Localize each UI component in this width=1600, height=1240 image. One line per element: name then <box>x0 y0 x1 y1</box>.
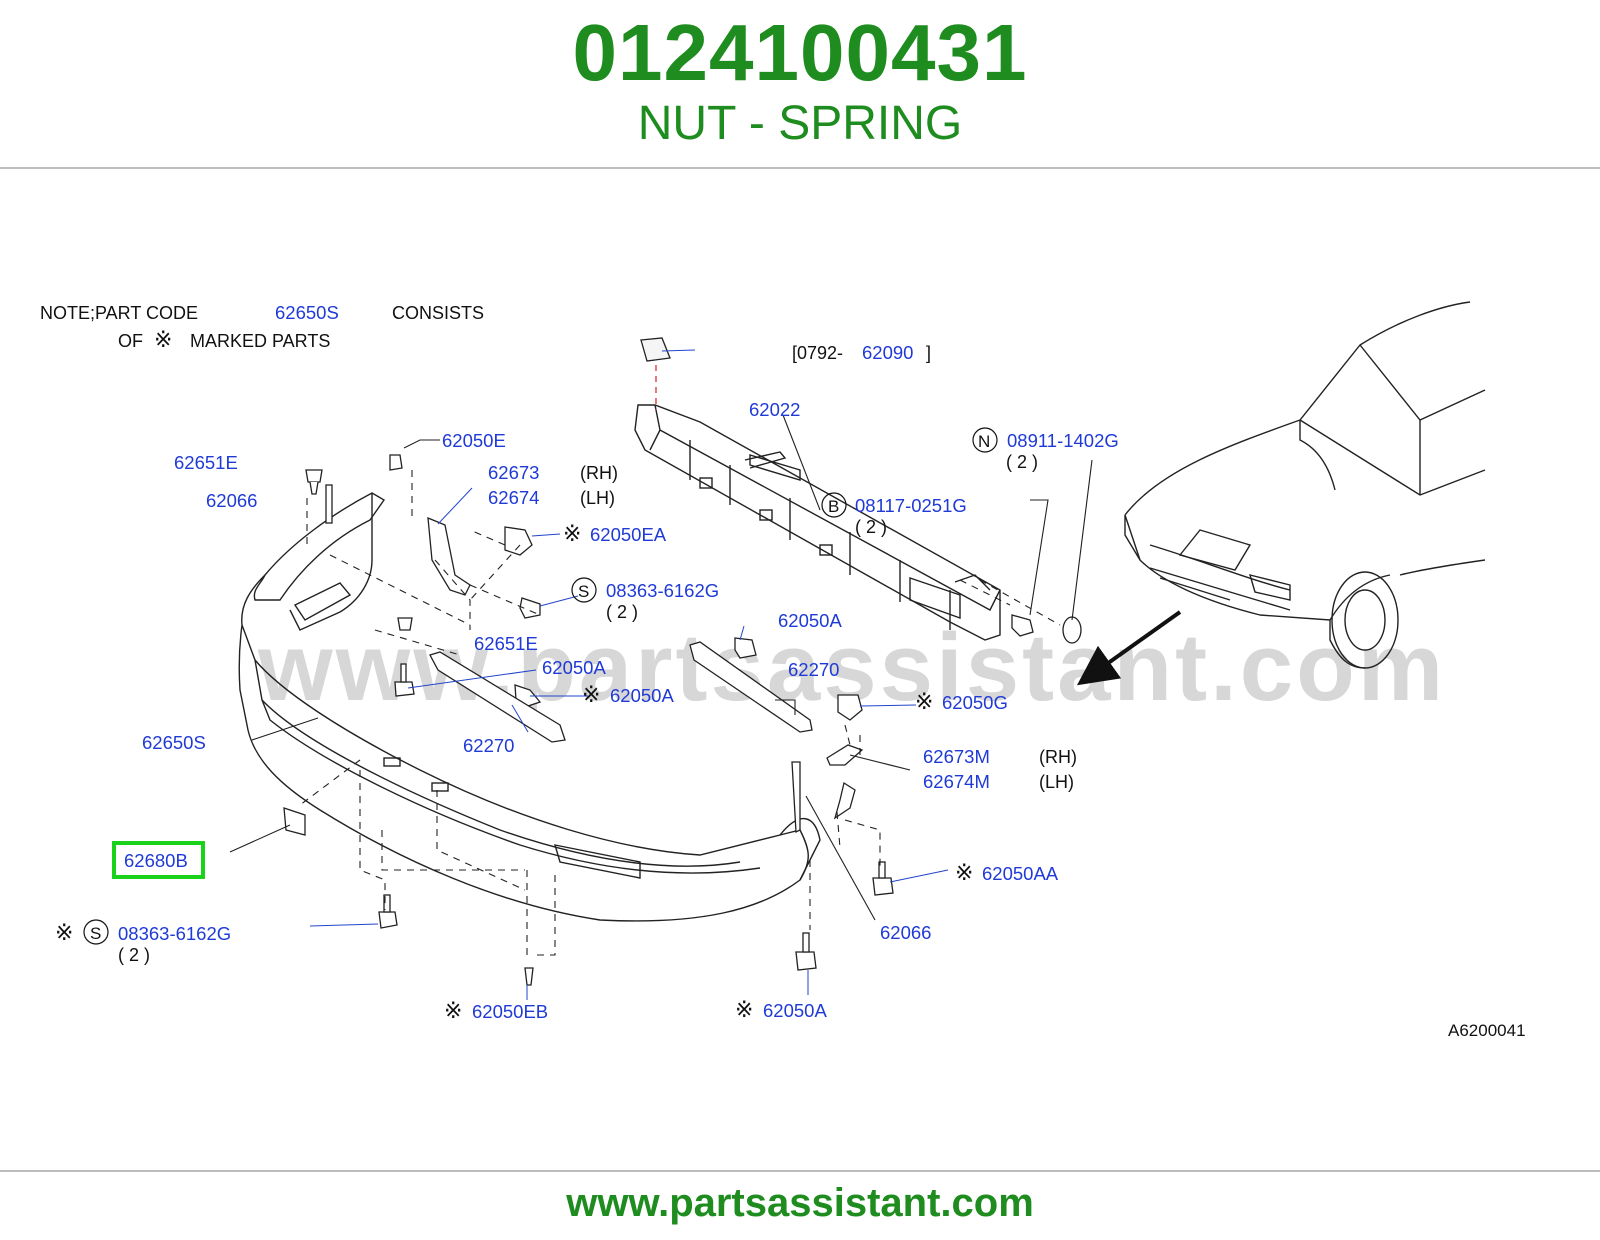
label-62050A-bottom[interactable]: 62050A <box>763 1000 827 1021</box>
circled-b-letter: B <box>828 497 839 516</box>
qty-08911: ( 2 ) <box>1006 452 1038 472</box>
note-marked-parts: MARKED PARTS <box>190 331 330 351</box>
marked-symbol-icon: ※ <box>735 997 753 1022</box>
ref-code[interactable]: 62090 <box>862 342 913 363</box>
marked-symbol-icon: ※ <box>55 920 73 945</box>
page-header: 0124100431 NUT - SPRING <box>0 0 1600 170</box>
label-62673M[interactable]: 62673M <box>923 746 990 767</box>
label-62022[interactable]: 62022 <box>749 399 800 420</box>
car-illustration <box>1124 301 1486 669</box>
qty-08363-mid: ( 2 ) <box>606 602 638 622</box>
label-62050G[interactable]: 62050G <box>942 692 1008 713</box>
part-name: NUT - SPRING <box>637 97 963 150</box>
highlight-box <box>112 841 205 879</box>
label-08363-6162G-mid[interactable]: 08363-6162G <box>606 580 719 601</box>
footer-divider <box>0 1170 1600 1172</box>
label-62651E-top[interactable]: 62651E <box>174 452 238 473</box>
fastener-glyphs <box>283 454 1082 986</box>
label-62650S[interactable]: 62650S <box>142 732 206 753</box>
marked-symbol-icon: ※ <box>444 998 462 1023</box>
marked-symbol-icon: ※ <box>955 860 973 885</box>
circled-n-icon <box>972 427 998 453</box>
label-62050A-mid2[interactable]: 62050A <box>610 685 674 706</box>
qty-08363-bottom: ( 2 ) <box>118 945 150 965</box>
lh-label-2: (LH) <box>1039 772 1074 792</box>
marked-symbol-icon: ※ <box>563 521 581 546</box>
note-of: OF <box>118 331 143 351</box>
part-number: 0124100431 <box>572 8 1028 97</box>
ref-close: ] <box>926 343 931 363</box>
label-62674[interactable]: 62674 <box>488 487 539 508</box>
label-62673[interactable]: 62673 <box>488 462 539 483</box>
label-62050AA[interactable]: 62050AA <box>982 863 1059 884</box>
header-divider <box>0 167 1600 169</box>
label-62066-bottom[interactable]: 62066 <box>880 922 931 943</box>
label-62674M[interactable]: 62674M <box>923 771 990 792</box>
circled-n-letter: N <box>978 432 990 451</box>
note-part-code[interactable]: 62650S <box>275 302 339 323</box>
reinforcement-illustration <box>634 404 1001 641</box>
circled-b-icon <box>821 492 847 518</box>
view-arrow <box>1076 610 1182 686</box>
label-62050EB[interactable]: 62050EB <box>472 1001 548 1022</box>
label-62050A-right[interactable]: 62050A <box>778 610 842 631</box>
label-62050E[interactable]: 62050E <box>442 430 506 451</box>
label-62066-top[interactable]: 62066 <box>206 490 257 511</box>
label-62680B-highlighted[interactable]: 62680B <box>124 850 188 871</box>
ref-open: [0792- <box>792 343 843 363</box>
qty-08117: ( 2 ) <box>855 517 887 537</box>
bracket-62090 <box>640 337 671 362</box>
footer-url[interactable]: www.partsassistant.com <box>566 1181 1034 1225</box>
label-08117-0251G[interactable]: 08117-0251G <box>855 495 967 516</box>
label-62270-right[interactable]: 62270 <box>788 659 839 680</box>
note-consists: CONSISTS <box>392 303 484 323</box>
label-62050A-mid[interactable]: 62050A <box>542 657 606 678</box>
circled-s-letter: S <box>90 924 101 943</box>
label-62050EA[interactable]: 62050EA <box>590 524 667 545</box>
note-line1: NOTE;PART CODE <box>40 303 198 323</box>
circled-s-icon <box>571 577 597 603</box>
label-08911-1402G[interactable]: 08911-1402G <box>1007 430 1119 451</box>
label-62651E-mid[interactable]: 62651E <box>474 633 538 654</box>
circled-s-letter: S <box>578 582 589 601</box>
circled-s-icon <box>83 919 109 945</box>
drawing-id: A6200041 <box>1448 1021 1526 1040</box>
lh-label-1: (LH) <box>580 488 615 508</box>
label-62270-left[interactable]: 62270 <box>463 735 514 756</box>
marked-symbol-icon: ※ <box>582 682 600 707</box>
label-08363-6162G-bottom[interactable]: 08363-6162G <box>118 923 231 944</box>
marked-symbol-icon: ※ <box>154 327 172 352</box>
rh-label-1: (RH) <box>580 463 618 483</box>
rh-label-2: (RH) <box>1039 747 1077 767</box>
marked-symbol-icon: ※ <box>915 689 933 714</box>
